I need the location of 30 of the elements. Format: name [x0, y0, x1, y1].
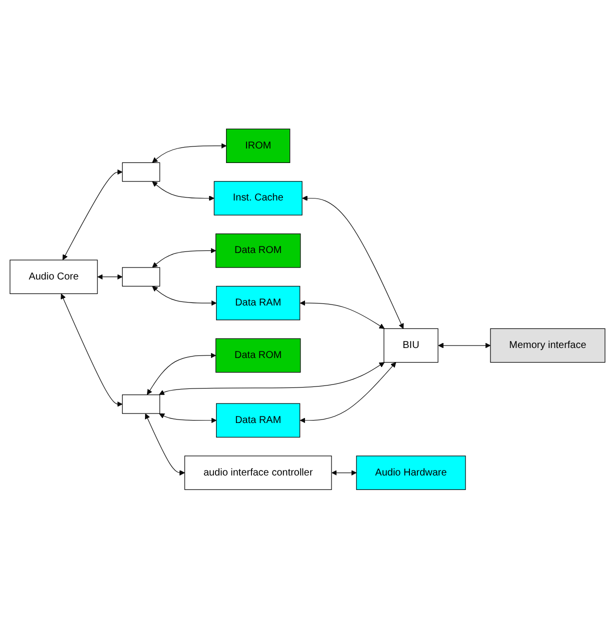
arrow [159, 362, 385, 396]
node-box: Data RAM [216, 286, 300, 320]
arrow [300, 300, 385, 330]
node-box: audio interface controller [184, 456, 332, 490]
arrow [62, 169, 123, 260]
arrow [159, 414, 217, 424]
node-box: Data ROM [216, 234, 301, 268]
node-bar [122, 394, 160, 414]
arrow [152, 182, 214, 202]
arrow [152, 286, 217, 306]
arrow [152, 143, 227, 163]
arrow [438, 342, 491, 348]
arrow [60, 294, 123, 408]
arrow [144, 414, 185, 476]
node-box: Data ROM [216, 338, 301, 373]
arrow [300, 362, 396, 424]
node-box: BIU [384, 328, 438, 363]
arrow [97, 274, 123, 280]
arrow [332, 470, 357, 476]
node-box: IROM [226, 128, 290, 164]
node-box: Inst. Cache [214, 181, 302, 216]
node-box: Memory interface [490, 328, 606, 363]
node-box: Data RAM [216, 403, 300, 438]
node-box: Audio Core [10, 260, 98, 294]
node-bar [122, 162, 160, 182]
arrow [152, 248, 216, 268]
node-bar [122, 267, 160, 287]
node-box: Audio Hardware [356, 456, 466, 490]
arrow [146, 352, 216, 396]
arrow [302, 196, 404, 330]
